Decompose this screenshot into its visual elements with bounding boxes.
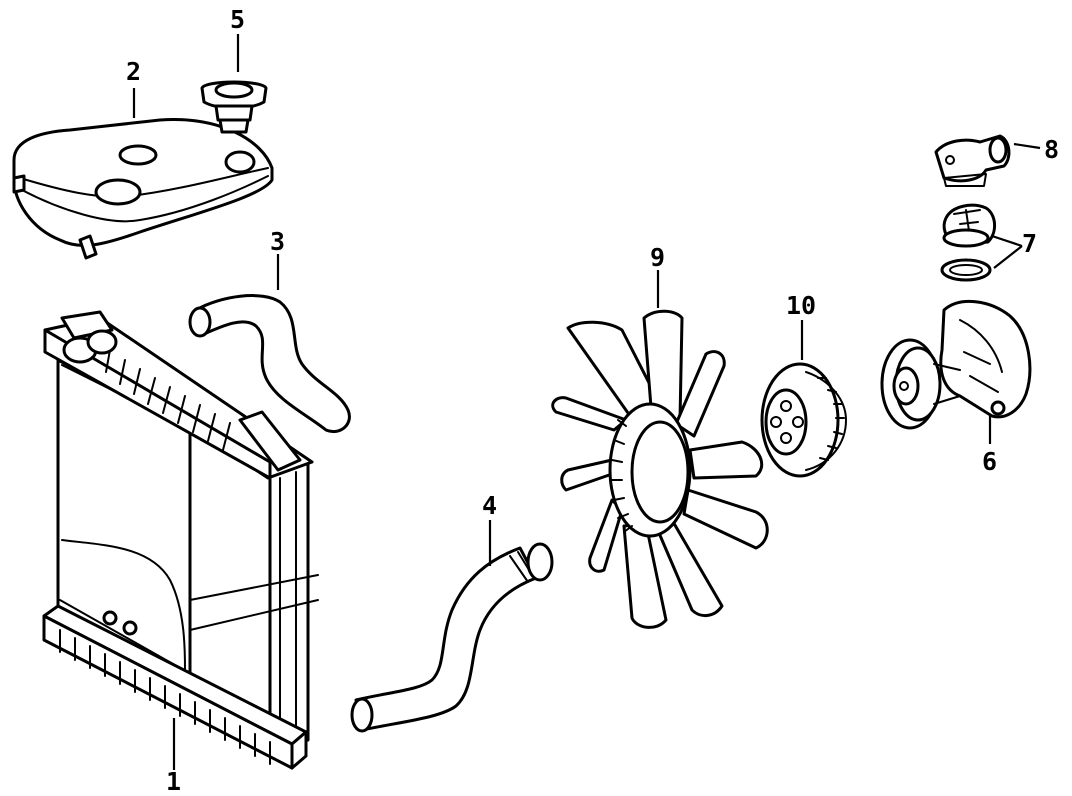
coolant-reservoir	[12, 118, 274, 260]
callout-3: 3	[270, 227, 285, 256]
callout-9: 9	[650, 243, 665, 272]
callout-7: 7	[1022, 229, 1037, 258]
thermostat-housing	[934, 134, 1011, 187]
callout-labels: 1 2 3 4 5 6 7 8 9 10	[126, 5, 1059, 796]
fan-clutch	[760, 362, 847, 478]
upper-radiator-hose	[188, 294, 351, 433]
callout-5: 5	[230, 5, 245, 34]
callout-4: 4	[482, 491, 497, 520]
callout-1: 1	[166, 767, 181, 796]
callout-6: 6	[982, 447, 997, 476]
callout-10: 10	[786, 291, 816, 320]
reservoir-cap	[200, 80, 268, 134]
leader-lines	[132, 34, 1041, 770]
cooling-fan	[551, 309, 769, 629]
radiator	[42, 310, 319, 770]
lower-radiator-hose	[350, 542, 554, 733]
water-pump	[880, 299, 1032, 430]
callout-8: 8	[1044, 135, 1059, 164]
thermostat-and-gasket	[940, 203, 996, 282]
callout-2: 2	[126, 57, 141, 86]
